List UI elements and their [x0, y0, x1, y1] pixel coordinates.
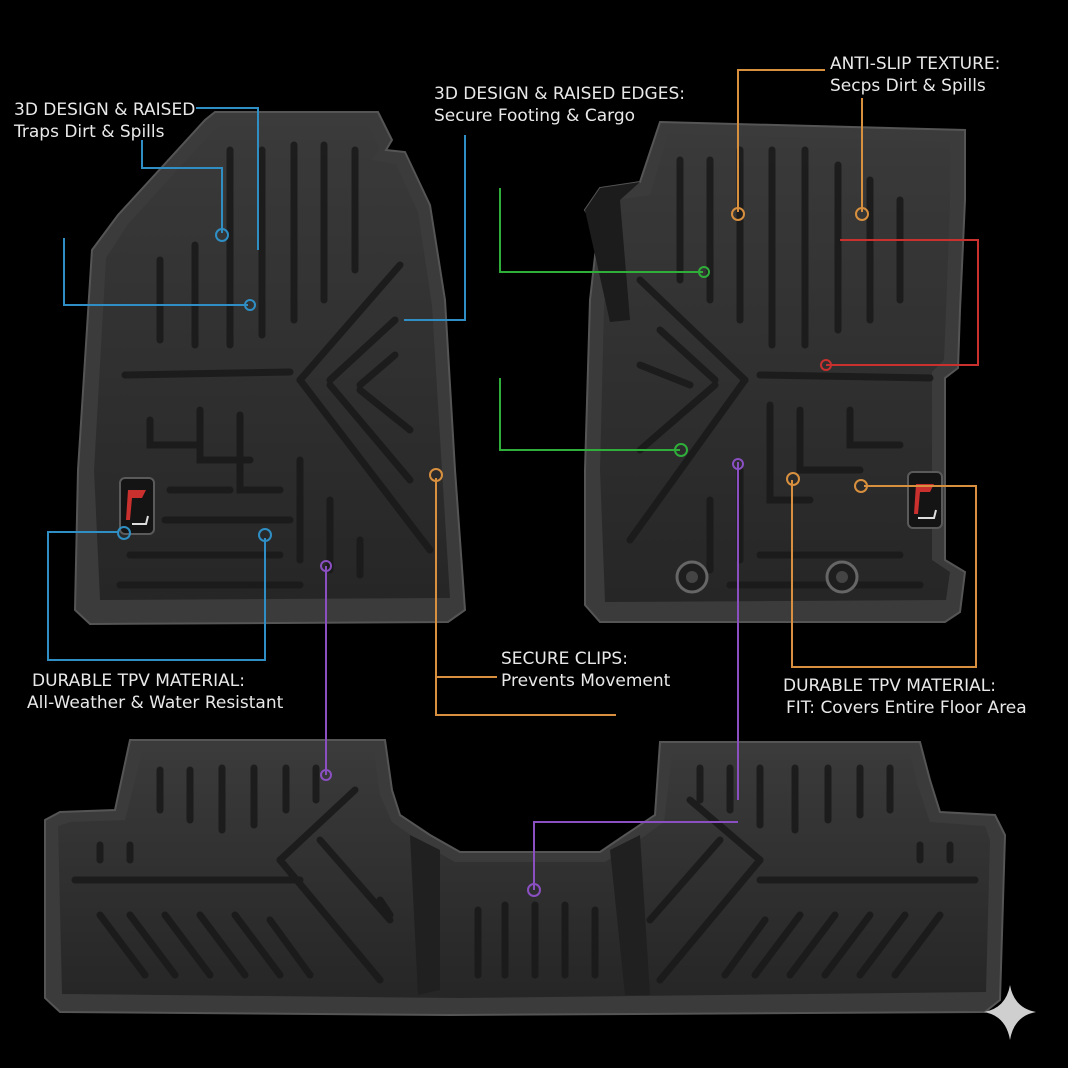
callout-dots — [117, 207, 869, 897]
callout-subtitle: Prevents Movement — [501, 671, 671, 691]
callout-top-right: ANTI-SLIP TEXTURE: Secps Dirt & Spills — [830, 53, 1000, 97]
clip-left-icon — [675, 560, 709, 594]
sparkle-icon — [984, 985, 1036, 1040]
callout-subtitle: Secps Dirt & Spills — [830, 76, 986, 96]
callout-subtitle: FIT: Covers Entire Floor Area — [786, 698, 1027, 718]
rear-mat — [44, 739, 1007, 1017]
callout-lines — [47, 69, 979, 890]
callout-bottom-center: SECURE CLIPS: Prevents Movement — [501, 648, 670, 692]
callout-top-center: 3D DESIGN & RAISED EDGES: Secure Footing… — [434, 83, 685, 127]
callout-top-left: 3D DESIGN & RAISED Traps Dirt & Spills — [14, 99, 195, 143]
callout-bottom-right: DURABLE TPV MATERIAL: FIT: Covers Entire… — [783, 675, 1027, 719]
callout-bottom-left: DURABLE TPV MATERIAL: All-Weather & Wate… — [27, 670, 283, 714]
callout-title: DURABLE TPV MATERIAL: — [783, 676, 996, 696]
callout-subtitle: Secure Footing & Cargo — [434, 106, 636, 126]
callout-title: ANTI-SLIP TEXTURE: — [830, 54, 1001, 74]
callout-title: 3D DESIGN & RAISED EDGES: — [434, 84, 685, 104]
callout-title: DURABLE TPV MATERIAL: — [32, 671, 245, 691]
brand-logo-icon — [907, 471, 943, 529]
passenger-front-mat — [583, 120, 967, 623]
callout-title: SECURE CLIPS: — [501, 649, 628, 669]
brand-logo-icon — [119, 477, 155, 535]
driver-front-mat — [73, 111, 467, 626]
callout-subtitle: All-Weather & Water Resistant — [27, 693, 284, 713]
callout-subtitle: Traps Dirt & Spills — [14, 122, 165, 142]
callout-title: 3D DESIGN & RAISED — [14, 100, 196, 120]
clip-right-icon — [825, 560, 859, 594]
